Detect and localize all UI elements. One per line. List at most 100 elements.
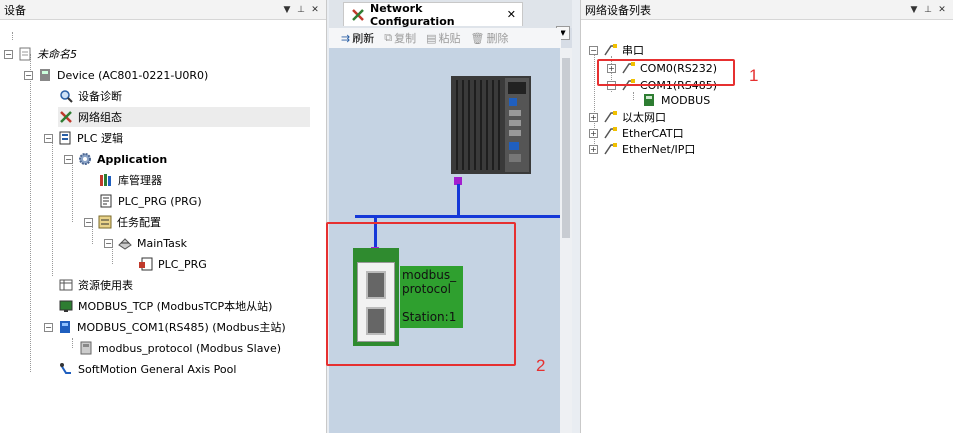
tree-item-ethernet[interactable]: + 以太网口 (589, 109, 666, 125)
slave-name-line-2: protocol (402, 282, 451, 296)
tree-item-modbus-tcp[interactable]: MODBUS_TCP (ModbusTCP本地从站) (58, 296, 272, 316)
refresh-label: 刷新 (352, 32, 375, 45)
tree-item-serial-port[interactable]: − 串口 (589, 42, 644, 58)
serial-connector-icon (366, 271, 386, 299)
tree-item-label: 以太网口 (622, 111, 666, 124)
magnifier-icon (58, 88, 74, 104)
tab-close-icon[interactable]: ✕ (506, 8, 516, 21)
splitter-left[interactable] (327, 0, 329, 433)
plc-bus-drop (457, 184, 460, 216)
copy-button[interactable]: ⧉ 复制 (384, 30, 416, 46)
close-icon[interactable]: ✕ (938, 4, 946, 15)
scrollbar-thumb[interactable] (562, 58, 570, 238)
tree-item-modbus-com1[interactable]: − MODBUS_COM1(RS485) (Modbus主站) (44, 317, 286, 337)
expand-icon[interactable]: + (589, 112, 598, 122)
device-list-titlebar: 网络设备列表 ▼ ⊥ ✕ (581, 0, 953, 20)
tree-item-ethernet-ip[interactable]: + EtherNet/IP口 (589, 141, 695, 157)
pin-icon[interactable]: ⊥ (924, 4, 932, 15)
serial-master-icon (57, 319, 73, 335)
tree-item-label: EtherCAT口 (622, 127, 684, 140)
annotation-number-1: 1 (749, 66, 759, 85)
tree-item-label: Device (AC801-0221-U0R0) (57, 68, 209, 82)
tree-item-com0[interactable]: + COM0(RS232) (607, 60, 717, 76)
tree-item-library-manager[interactable]: 库管理器 (98, 170, 162, 190)
tree-item-ethercat[interactable]: + EtherCAT口 (589, 125, 684, 141)
tree-item-plc-prg[interactable]: PLC_PRG (PRG) (98, 191, 202, 211)
slave-station-label: Station:1 (402, 310, 457, 324)
devices-panel-titlebar: 设备 ▼ ⊥ ✕ (0, 0, 326, 20)
program-icon (98, 193, 114, 209)
annotation-box-2 (326, 222, 516, 366)
collapse-icon[interactable]: − (24, 70, 33, 80)
collapse-icon[interactable]: − (44, 322, 53, 332)
plc-device-image[interactable] (451, 76, 531, 174)
modbus-slave-device[interactable] (353, 248, 399, 346)
connector-icon (620, 77, 636, 93)
panel-menu-icon[interactable]: ▼ (283, 4, 291, 15)
tree-item-label: modbus_protocol (Modbus Slave) (98, 341, 282, 355)
collapse-icon[interactable]: − (64, 154, 73, 164)
tree-item-label: COM0(RS232) (640, 61, 718, 75)
tree-item-label: EtherNet/IP口 (622, 143, 696, 156)
slave-device-label[interactable]: modbus_ protocol Station:1 (400, 266, 463, 328)
refresh-button[interactable]: ⇉ 刷新 (341, 30, 374, 46)
devices-panel: 设备 ▼ ⊥ ✕ − 未命名5 − Device (AC801-0221-U0R… (0, 0, 327, 433)
tree-item-label: PLC_PRG (PRG) (118, 194, 202, 208)
tree-item-modbus-protocol[interactable]: modbus_protocol (Modbus Slave) (78, 338, 281, 358)
expand-icon[interactable]: + (589, 144, 598, 154)
collapse-icon[interactable]: − (44, 133, 53, 143)
collapse-icon[interactable]: − (104, 238, 113, 248)
annotation-number-2: 2 (536, 356, 546, 375)
task-config-icon (97, 214, 113, 230)
splitter-right[interactable] (572, 0, 580, 433)
tree-item-label: 未命名5 (37, 48, 77, 61)
collapse-icon[interactable]: − (589, 45, 598, 55)
tree-item-modbus[interactable]: MODBUS (641, 92, 710, 108)
expand-icon[interactable]: + (607, 63, 616, 73)
expand-icon[interactable]: + (589, 128, 598, 138)
tree-item-diagnostics[interactable]: 设备诊断 (58, 86, 122, 106)
close-icon[interactable]: ✕ (311, 4, 319, 15)
tree-item-label: 设备诊断 (78, 90, 122, 103)
tree-item-device[interactable]: − Device (AC801-0221-U0R0) (24, 65, 208, 85)
delete-label: 删除 (486, 32, 509, 45)
collapse-icon[interactable]: − (4, 49, 13, 59)
network-canvas[interactable]: modbus_ protocol Station:1 (329, 48, 560, 433)
pin-icon[interactable]: ⊥ (297, 4, 305, 15)
connector-icon (602, 141, 618, 157)
books-icon (98, 172, 114, 188)
tree-item-resource-usage[interactable]: 资源使用表 (58, 275, 133, 295)
tree-item-label: PLC_PRG (158, 257, 207, 271)
tree-item-task-config[interactable]: − 任务配置 (84, 212, 161, 232)
tree-item-label: SoftMotion General Axis Pool (78, 362, 237, 376)
tools-icon (350, 7, 366, 23)
tree-item-plc-logic[interactable]: − PLC 逻辑 (44, 128, 123, 148)
paste-label: 粘贴 (438, 32, 461, 45)
tree-item-label: MainTask (137, 236, 187, 250)
tree-item-label: MODBUS_TCP (ModbusTCP本地从站) (78, 300, 273, 313)
connector-icon (602, 109, 618, 125)
slave-device-body (357, 262, 395, 342)
tree-item-application[interactable]: − Application (64, 149, 167, 169)
table-icon (58, 277, 74, 293)
delete-button[interactable]: 🗑 删除 (470, 30, 508, 46)
tree-item-maintask[interactable]: − MainTask (104, 233, 187, 253)
tab-network-configuration[interactable]: Network Configuration ✕ (343, 2, 523, 28)
connector-icon (602, 42, 618, 58)
panel-menu-icon[interactable]: ▼ (910, 4, 918, 15)
tree-item-label: 任务配置 (117, 216, 161, 229)
tree-item-plc-prg-call[interactable]: PLC_PRG (138, 254, 207, 274)
canvas-scrollbar[interactable] (560, 48, 572, 433)
device-icon (37, 67, 53, 83)
paste-button[interactable]: ▤ 粘贴 (426, 30, 460, 46)
plc-port-icon[interactable] (454, 177, 462, 185)
tree-item-softmotion[interactable]: SoftMotion General Axis Pool (58, 359, 236, 379)
program-call-icon (138, 256, 154, 272)
collapse-icon[interactable]: − (84, 217, 93, 227)
tree-item-project[interactable]: − 未命名5 (4, 44, 77, 64)
tree-item-network-config[interactable]: 网络组态 (58, 107, 310, 127)
tree-item-label: Application (97, 152, 168, 166)
serial-connector-icon (366, 307, 386, 335)
network-bus-line (355, 215, 560, 218)
slave-device-icon (78, 340, 94, 356)
